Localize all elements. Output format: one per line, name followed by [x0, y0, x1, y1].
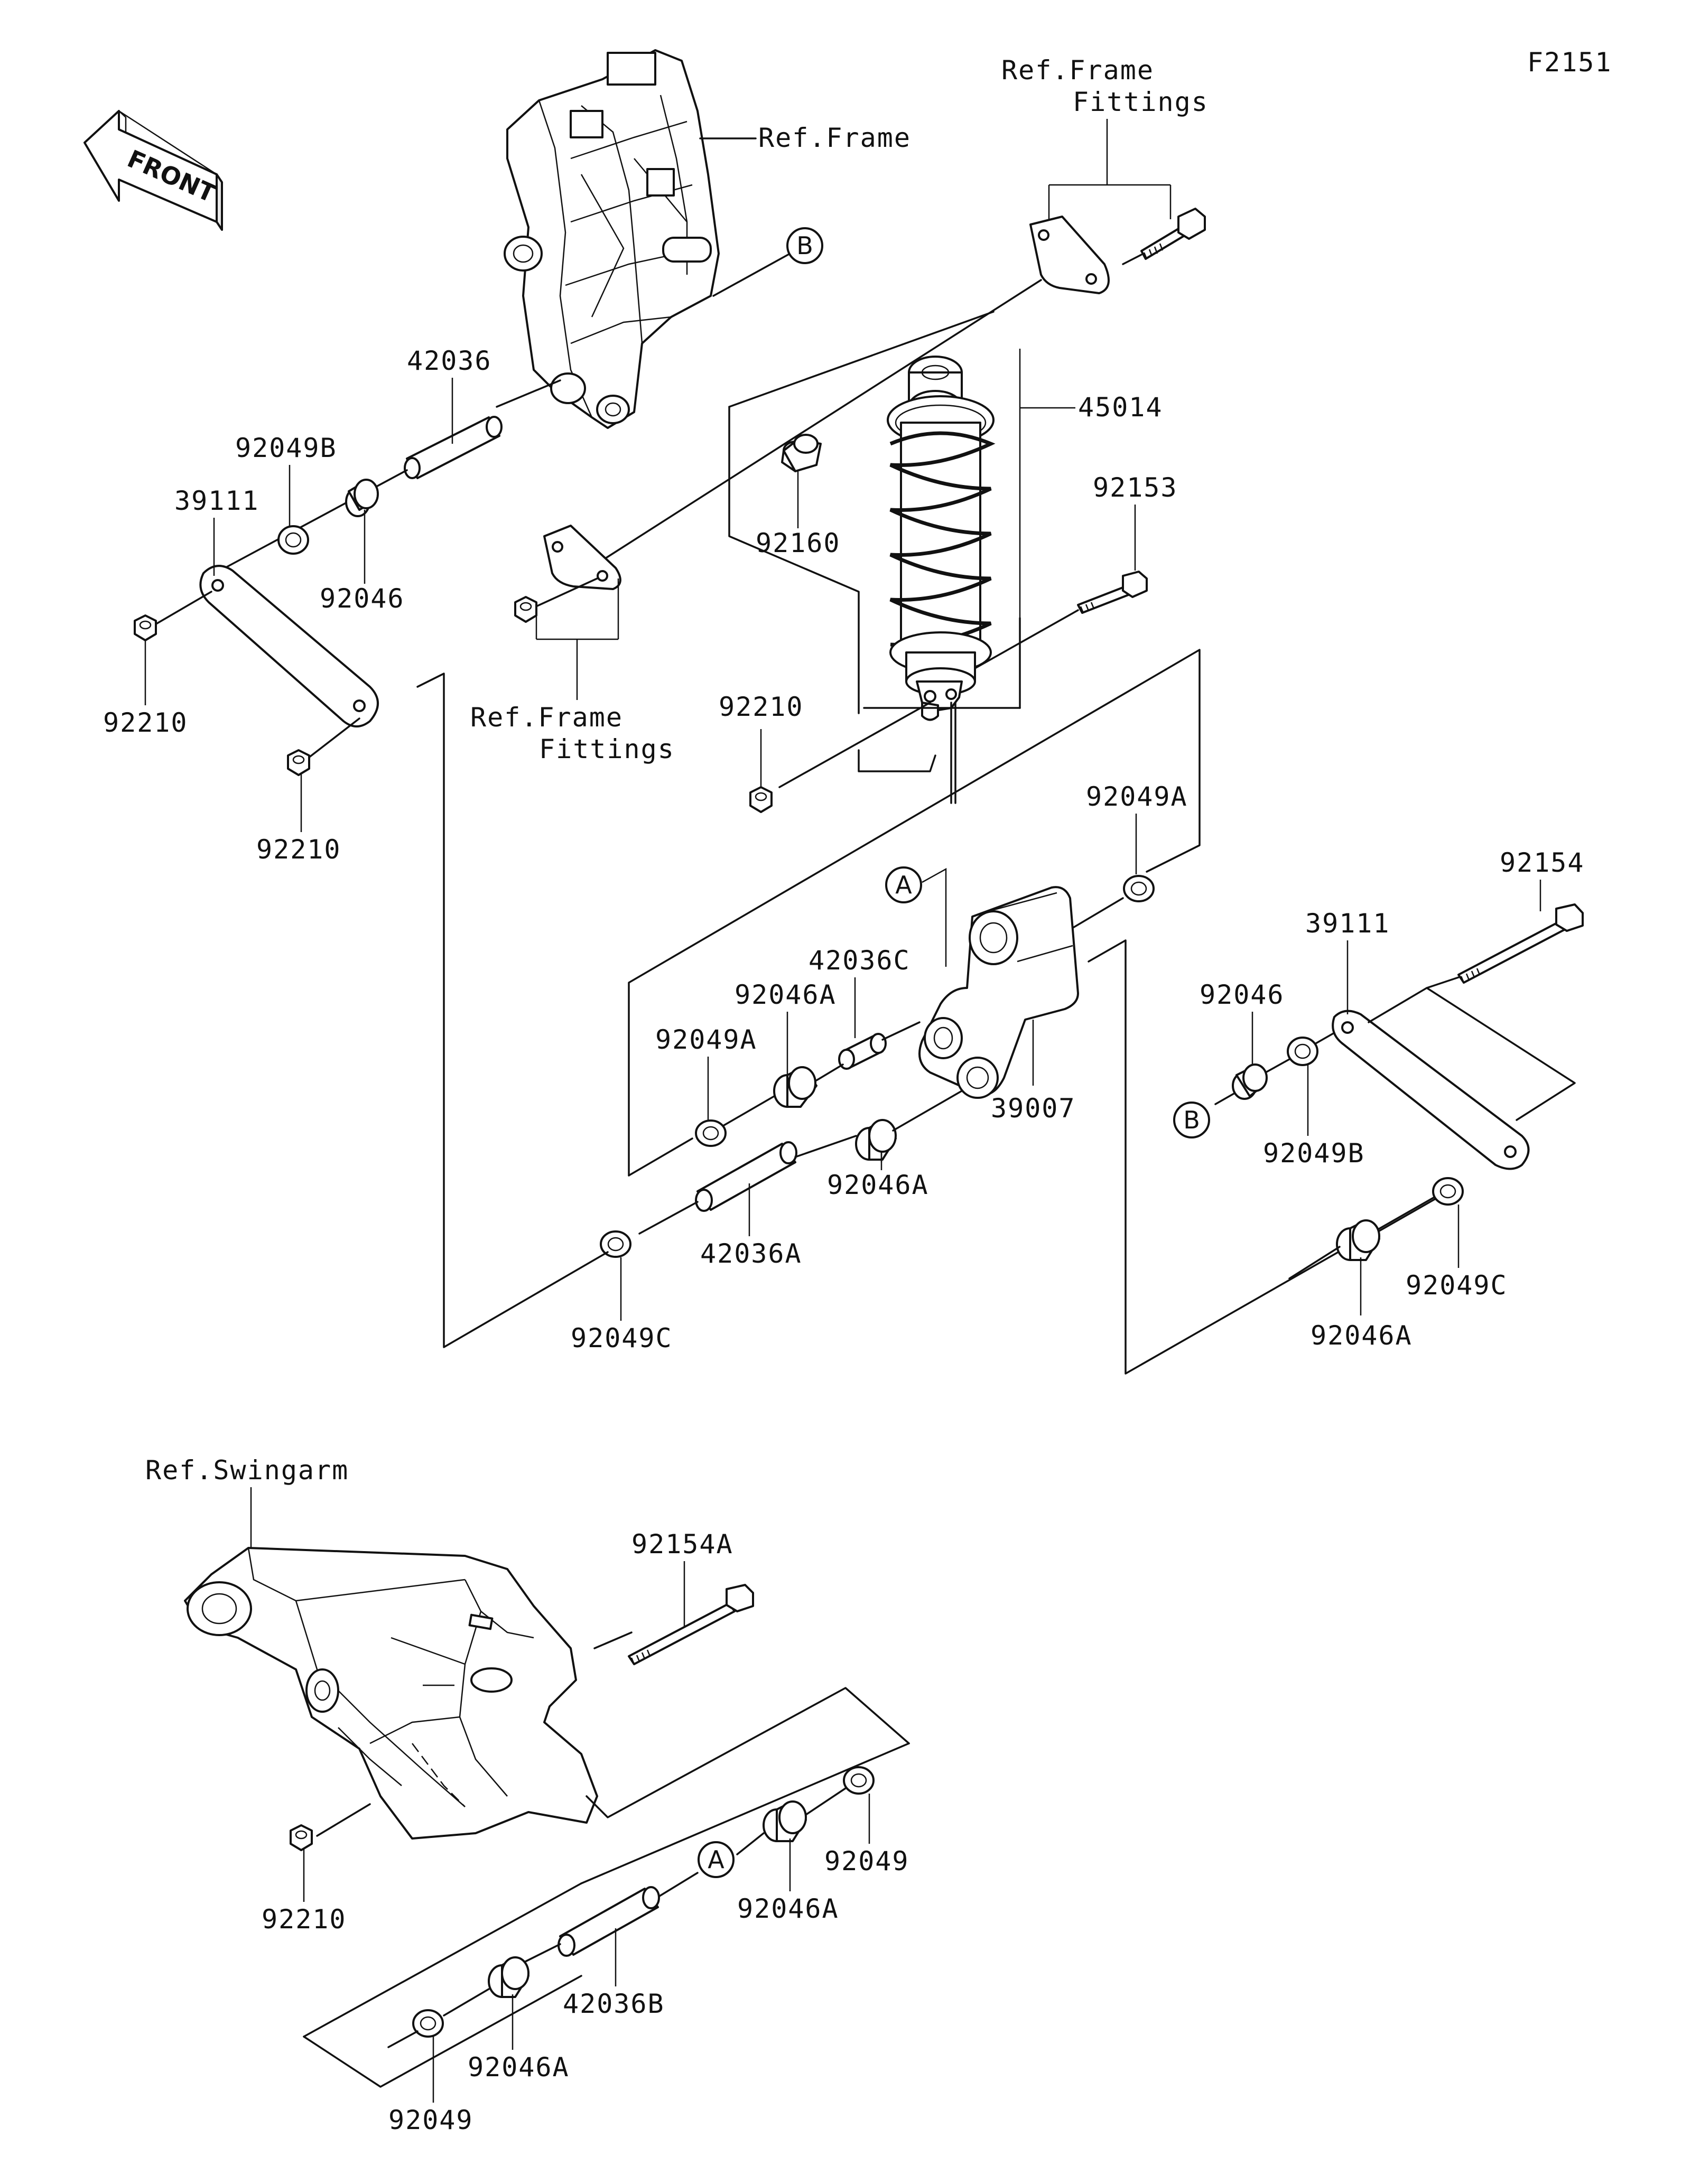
seal-92049c-right: [1432, 1177, 1464, 1206]
part-92046a-bottom-right-label: 92046A: [737, 1893, 839, 1924]
bearing-92046a-center: [773, 1066, 817, 1108]
bracket-plate-left: [543, 525, 621, 590]
bearing-92046a-bottom-right: [763, 1800, 807, 1842]
bolt-92153: [1077, 571, 1148, 614]
part-92049-left-label: 92049: [388, 2105, 473, 2135]
part-92049b-right-label: 92049B: [1263, 1138, 1365, 1169]
swingarm: [184, 1547, 598, 1840]
bolt-92154a: [628, 1584, 754, 1665]
part-39111-right-label: 39111: [1305, 908, 1390, 939]
ref-frame-fittings-left-line1: Ref.Frame: [470, 702, 623, 733]
marker-a-top: A: [885, 866, 922, 903]
bearing-92046-left: [345, 479, 379, 517]
ref-frame-label: Ref.Frame: [758, 123, 911, 153]
ref-swingarm-label: Ref.Swingarm: [145, 1455, 349, 1486]
part-92160-label: 92160: [756, 528, 841, 558]
tie-rod-39111-left: [199, 565, 379, 727]
collar-42036b: [558, 1886, 660, 1957]
marker-b-right: B: [1173, 1102, 1210, 1138]
part-39111-left-label: 39111: [174, 486, 259, 516]
part-42036-label: 42036: [407, 346, 492, 376]
seal-92049-left: [412, 2009, 444, 2038]
nut-92210-b: [287, 749, 310, 776]
part-42036a-label: 42036A: [700, 1238, 802, 1269]
tie-rod-39111-right: [1332, 1010, 1530, 1170]
nut-92210-c: [749, 786, 773, 813]
ref-frame-fittings-top-line1: Ref.Frame: [1001, 55, 1154, 86]
bearing-92046-right: [1232, 1063, 1268, 1100]
part-92046a-center-label: 92046A: [735, 979, 837, 1010]
bolt-top: [1140, 208, 1206, 260]
marker-a-bottom: A: [698, 1841, 735, 1878]
marker-b-top: B: [786, 227, 823, 264]
nut-92210-a: [134, 614, 157, 641]
collar-92160: [781, 434, 822, 472]
part-42036b-label: 42036B: [563, 1989, 665, 2019]
seal-92049a-right: [1123, 875, 1155, 902]
frame-bracket: [504, 49, 757, 429]
nut-ref-frame-left: [514, 596, 537, 623]
part-92046a-right-label: 92046A: [1311, 1320, 1413, 1351]
part-92046a-lower-label: 92046A: [827, 1170, 929, 1200]
part-92049a-right-label: 92049A: [1086, 781, 1188, 812]
part-92049c-right-label: 92049C: [1406, 1270, 1508, 1301]
seal-92049-right: [843, 1766, 875, 1795]
bearing-92046a-right: [1336, 1219, 1380, 1261]
part-92046a-bottom-left-label: 92046A: [468, 2052, 570, 2083]
part-39007-label: 39007: [991, 1093, 1076, 1124]
part-92046-right-label: 92046: [1200, 979, 1285, 1010]
part-45014-label: 45014: [1078, 392, 1163, 423]
part-92210-d-label: 92210: [262, 1904, 347, 1935]
marker-a-top-label: A: [895, 871, 912, 899]
marker-a-bottom-label: A: [708, 1845, 724, 1874]
nut-92210-d: [290, 1824, 313, 1851]
ref-frame-fittings-top-line2: Fittings: [1073, 87, 1209, 117]
seal-92049a-left: [695, 1119, 727, 1147]
ref-frame-fittings-left-line2: Fittings: [539, 734, 675, 764]
marker-b-right-label: B: [1183, 1106, 1200, 1134]
part-92154-label: 92154: [1500, 847, 1585, 878]
part-92210-b-label: 92210: [256, 834, 341, 865]
seal-92049b-right: [1287, 1037, 1318, 1066]
seal-92049b-left: [277, 525, 309, 555]
shock-absorber-45014: [887, 356, 996, 721]
collar-42036c: [838, 1033, 887, 1070]
seal-92049c-left: [600, 1230, 631, 1258]
bolt-92154: [1457, 903, 1584, 984]
collar-42036: [404, 416, 503, 479]
part-92210-c-label: 92210: [719, 692, 804, 722]
part-92049c-left-label: 92049C: [571, 1323, 673, 1354]
part-92210-a-label: 92210: [103, 707, 188, 738]
part-92049-right-label: 92049: [824, 1846, 909, 1877]
part-92049b-left-label: 92049B: [235, 433, 337, 463]
figure-code: F2151: [1527, 47, 1612, 78]
part-42036c-label: 42036C: [809, 945, 910, 976]
collar-42036a: [695, 1141, 797, 1212]
front-arrow-icon: FRONT: [83, 110, 223, 231]
part-92153-label: 92153: [1093, 472, 1178, 503]
bearing-92046a-bottom-left: [488, 1956, 529, 1998]
marker-b-top-label: B: [796, 231, 813, 260]
part-92046-left-label: 92046: [320, 583, 405, 614]
bracket-plate-top: [1029, 216, 1110, 294]
part-92049a-left-label: 92049A: [655, 1024, 757, 1055]
part-92154a-label: 92154A: [631, 1529, 733, 1560]
bearing-92046a-lower: [855, 1119, 897, 1161]
rocker-arm-39007: [918, 886, 1079, 1099]
